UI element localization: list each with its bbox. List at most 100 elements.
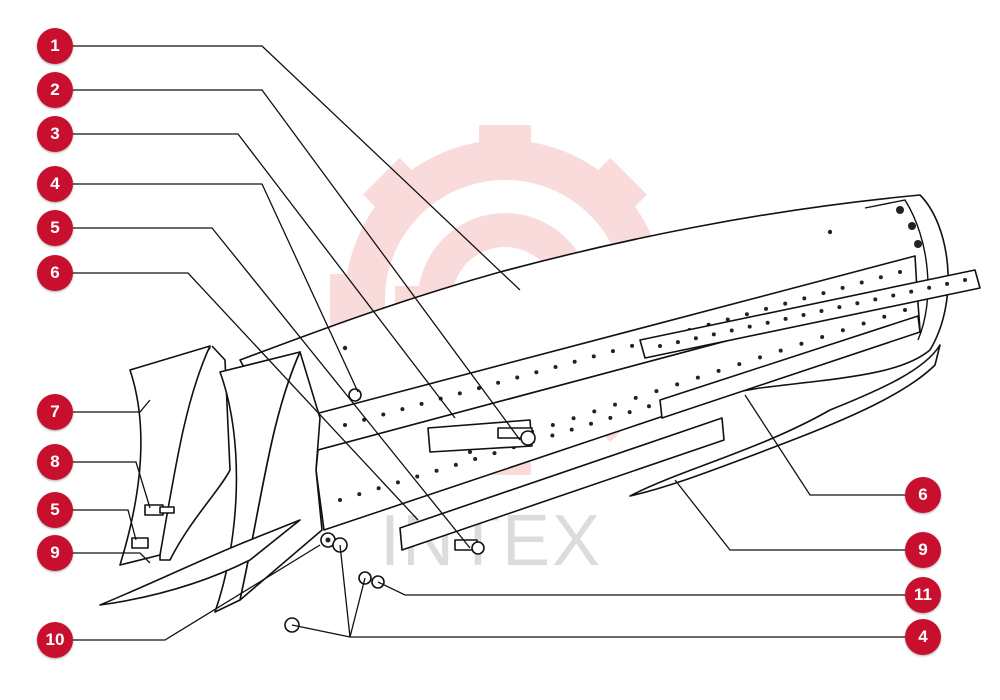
bolt-hole xyxy=(765,320,770,325)
bolt-hole xyxy=(821,291,826,296)
bolt-hole xyxy=(468,450,472,454)
bolt-hole xyxy=(381,412,386,417)
bolt-hole xyxy=(837,305,842,310)
bolt-hole xyxy=(898,270,902,274)
callout-5: 5 xyxy=(37,210,73,246)
callout-2: 2 xyxy=(37,72,73,108)
bolt-hole xyxy=(496,380,501,385)
wear-strip-holes xyxy=(658,278,967,348)
bolt-hole xyxy=(840,285,845,290)
bolt-5 xyxy=(454,539,485,555)
callout-4: 4 xyxy=(37,166,73,202)
callout-11: 11 xyxy=(905,577,941,613)
bolt-hole xyxy=(963,278,967,282)
bolt-hole xyxy=(473,456,478,461)
bolt-hole xyxy=(747,324,752,329)
bolt-hole xyxy=(882,314,887,319)
bolt-hole xyxy=(534,370,539,375)
bolt-hole xyxy=(855,301,860,306)
bolt-hole xyxy=(711,332,716,337)
bolt-hole xyxy=(550,422,555,427)
bolt-hole xyxy=(909,289,914,294)
bolt-hole xyxy=(675,382,680,387)
bolt-hole xyxy=(550,433,555,438)
bolt-hole xyxy=(945,281,950,286)
bolt-hole xyxy=(695,375,700,380)
bolt-hole xyxy=(492,451,497,456)
bolt-hole xyxy=(693,336,698,341)
bolt-hole xyxy=(572,359,577,364)
leader-lines xyxy=(73,45,905,641)
callout-6: 6 xyxy=(37,255,73,291)
bolt-hole xyxy=(764,306,769,311)
bolt-hole xyxy=(338,498,342,502)
bolt-hole xyxy=(778,348,783,353)
middle-bar xyxy=(659,315,921,419)
callout-10: 10 xyxy=(37,622,73,658)
bolt-hole xyxy=(453,462,458,467)
skid-shoe-right xyxy=(629,344,941,497)
bolt-hole xyxy=(873,297,878,302)
bolt-hole xyxy=(415,474,420,479)
bolt-hole xyxy=(927,285,932,290)
bolt-hole xyxy=(802,296,807,301)
bolt-hole xyxy=(861,321,866,326)
bolt-hole xyxy=(891,293,896,298)
callout-7: 7 xyxy=(37,394,73,430)
bolt-hole xyxy=(608,415,613,420)
end-plate-left xyxy=(119,345,211,566)
bolt-hole xyxy=(654,389,659,394)
callout-6-right: 6 xyxy=(905,477,941,513)
bolt-hole xyxy=(859,280,864,285)
bolt-hole xyxy=(589,421,594,426)
bolt-hole xyxy=(476,386,481,391)
bolt-hole xyxy=(744,312,749,317)
bolt-hole xyxy=(434,468,439,473)
bolt-hole xyxy=(592,409,597,414)
bolt-hole xyxy=(799,341,804,346)
bolt-hole xyxy=(903,308,907,312)
bolt-hole xyxy=(675,340,680,345)
bolt-hole xyxy=(716,368,721,373)
bolt-8 xyxy=(144,504,175,516)
bolt-hole xyxy=(395,480,400,485)
bolt-hole xyxy=(343,423,347,427)
bolt-5-left xyxy=(131,537,149,549)
bolt-hole xyxy=(553,364,558,369)
skid-shoe-left xyxy=(99,519,301,606)
callout-4-right: 4 xyxy=(905,619,941,655)
bolt-hole xyxy=(878,275,883,280)
bolt-hole xyxy=(737,362,742,367)
bolt-hole xyxy=(658,344,662,348)
bolt-hole xyxy=(569,427,574,432)
wear-strip-long xyxy=(639,269,981,359)
bolt-hole xyxy=(840,328,845,333)
bolt-hole xyxy=(758,355,762,360)
nut-4-bottom xyxy=(284,537,372,633)
bolt-hole xyxy=(646,404,651,409)
callout-3: 3 xyxy=(37,116,73,152)
bolt-hole xyxy=(725,317,730,322)
callout-9-right: 9 xyxy=(905,532,941,568)
bolt-hole xyxy=(419,401,424,406)
spacer-bar-lower xyxy=(399,417,725,551)
bolt-hole xyxy=(633,395,638,400)
bolt-hole xyxy=(729,328,734,333)
bolt-hole xyxy=(783,301,788,306)
moldboard-holes xyxy=(342,206,922,351)
callout-5-lower: 5 xyxy=(37,492,73,528)
bolt-hole xyxy=(571,416,576,421)
bolt-hole xyxy=(783,316,788,321)
bolt-hole xyxy=(630,343,635,348)
bolt-hole xyxy=(457,391,462,396)
callout-1: 1 xyxy=(37,28,73,64)
bolt-hole xyxy=(400,407,405,412)
bolt-hole xyxy=(376,486,381,491)
bolt-hole xyxy=(820,335,825,340)
callout-9: 9 xyxy=(37,535,73,571)
bolt-hole xyxy=(515,375,520,380)
bolt-hole xyxy=(591,354,596,359)
bolt-hole xyxy=(801,312,806,317)
bolt-hole xyxy=(610,349,615,354)
